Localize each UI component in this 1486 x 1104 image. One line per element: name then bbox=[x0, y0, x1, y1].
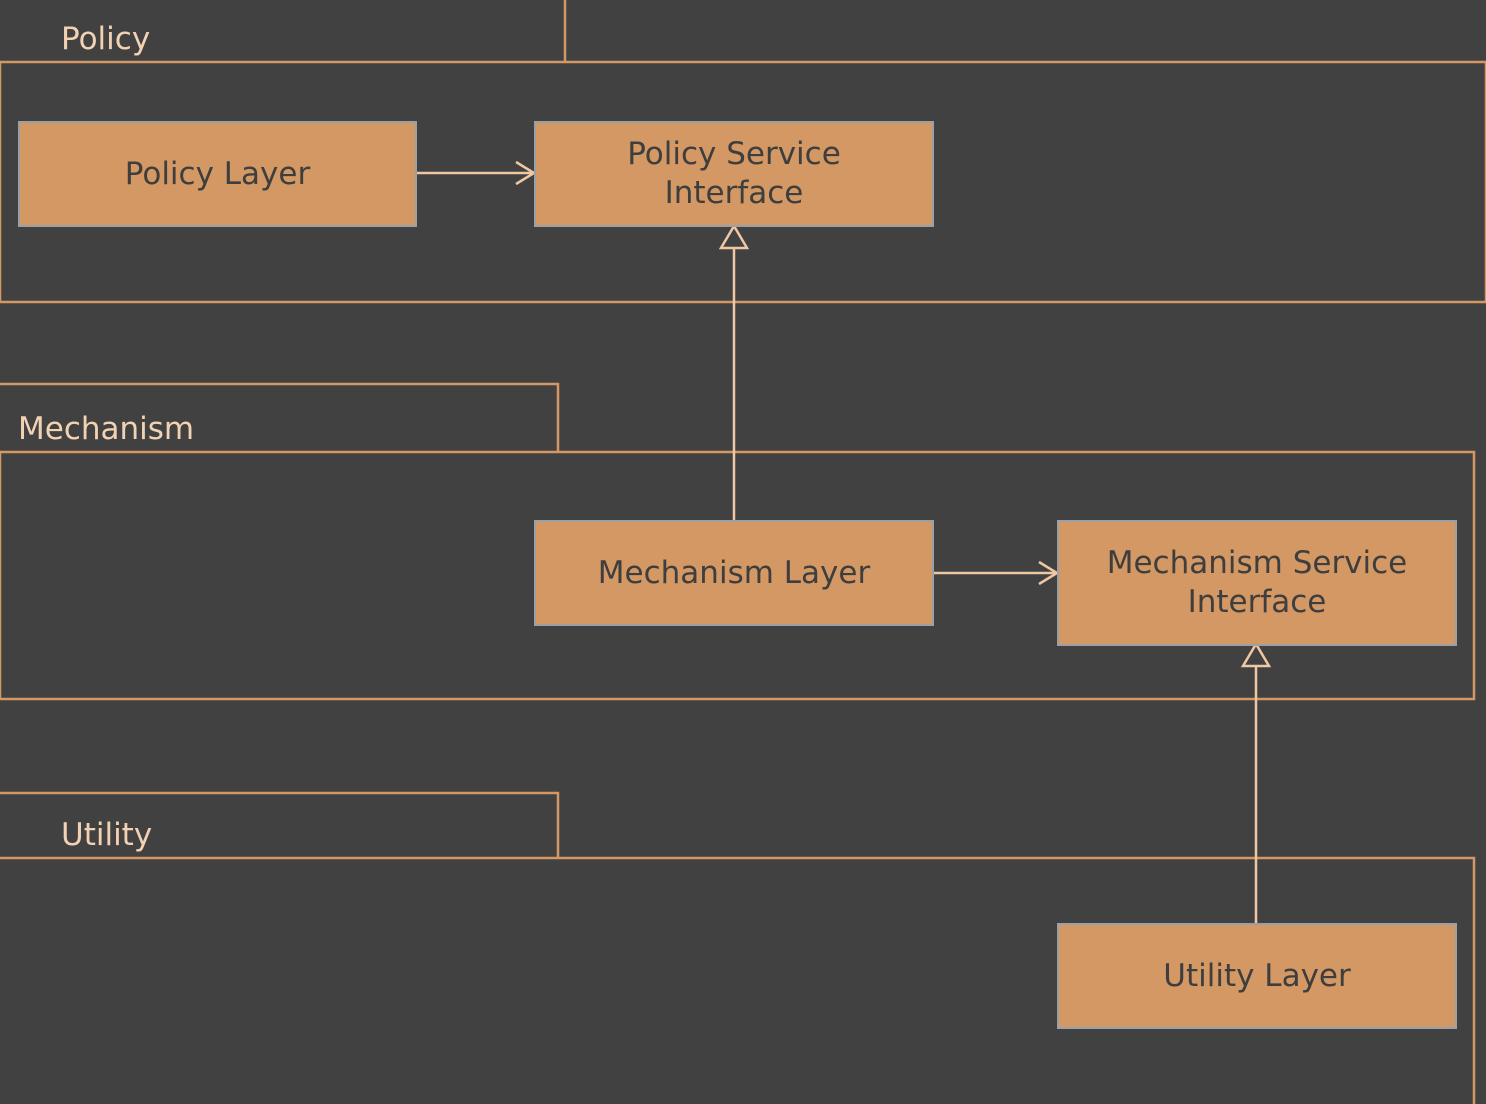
utility-layer-node[interactable]: Utility Layer bbox=[1057, 923, 1457, 1029]
mechanism-package-label: Mechanism bbox=[18, 411, 195, 447]
policy-service-interface-label-line-2: Interface bbox=[664, 175, 804, 211]
arrowhead-hollow-mechanism-service bbox=[1240, 641, 1272, 668]
policy-package-frame[interactable] bbox=[0, 60, 1486, 304]
policy-service-interface-node[interactable]: Policy Service Interface bbox=[534, 121, 934, 227]
utility-package-label: Utility bbox=[61, 817, 153, 853]
policy-layer-label: Policy Layer bbox=[124, 155, 311, 192]
utility-package-frame[interactable] bbox=[0, 856, 1476, 1104]
mechanism-layer-node[interactable]: Mechanism Layer bbox=[534, 520, 934, 626]
utility-layer-label: Utility Layer bbox=[1163, 957, 1351, 994]
mechanism-package-tab bbox=[0, 382, 560, 452]
utility-package-tab bbox=[0, 791, 560, 858]
arrowhead-hollow-policy-service bbox=[718, 223, 750, 250]
policy-service-interface-label-line-1: Policy Service bbox=[627, 136, 841, 172]
mechanism-service-interface-label-line-2: Interface bbox=[1187, 584, 1327, 620]
mechanism-service-interface-label-line-1: Mechanism Service bbox=[1106, 545, 1408, 581]
mechanism-package-frame[interactable] bbox=[0, 450, 1476, 701]
mechanism-service-interface-node[interactable]: Mechanism Service Interface bbox=[1057, 520, 1457, 646]
policy-layer-node[interactable]: Policy Layer bbox=[18, 121, 417, 227]
policy-package-label: Policy bbox=[61, 21, 151, 57]
mechanism-layer-label: Mechanism Layer bbox=[597, 554, 871, 591]
